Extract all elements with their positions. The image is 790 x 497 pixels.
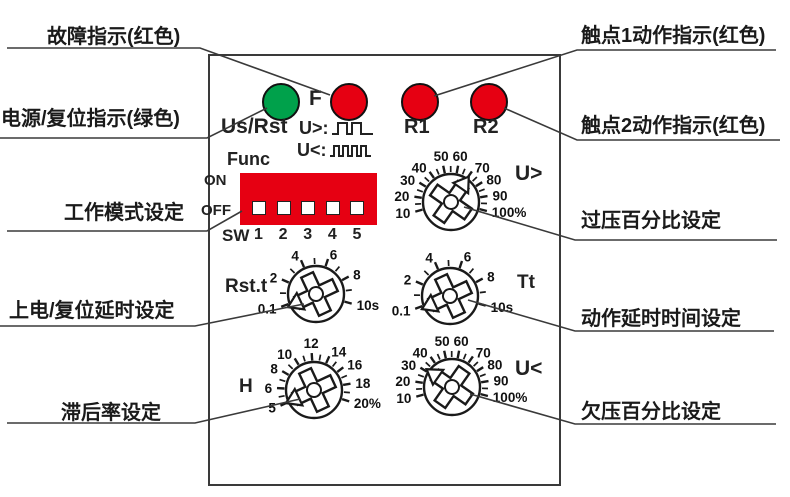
action-delay-dial-label: Tt — [517, 272, 535, 293]
overvoltage-dial-label: U> — [515, 162, 543, 185]
dip-switch-toggle[interactable] — [252, 201, 266, 215]
svg-text:100%: 100% — [493, 390, 528, 405]
callout-undervoltage: 欠压百分比设定 — [581, 401, 721, 423]
svg-text:70: 70 — [476, 345, 491, 360]
undervoltage-waveform-label: U<: — [297, 140, 327, 160]
svg-text:30: 30 — [401, 358, 416, 373]
svg-text:20: 20 — [394, 189, 409, 204]
svg-text:10: 10 — [395, 206, 410, 221]
svg-text:50: 50 — [435, 334, 450, 349]
dip-switch-toggle[interactable] — [325, 201, 340, 215]
svg-text:90: 90 — [494, 373, 509, 388]
svg-text:0.1: 0.1 — [392, 303, 411, 318]
svg-text:6: 6 — [330, 247, 338, 262]
hysteresis-dial-label: H — [239, 376, 253, 397]
svg-text:18: 18 — [355, 376, 371, 391]
svg-text:100%: 100% — [492, 205, 527, 220]
callout-fault: 故障指示(红色) — [47, 26, 181, 48]
dip-on-label: ON — [204, 172, 227, 189]
callout-hysteresis: 滞后率设定 — [61, 402, 161, 424]
callout-contact1: 触点1动作指示(红色) — [581, 25, 766, 47]
dip-switch-toggle[interactable] — [276, 201, 291, 215]
svg-text:80: 80 — [487, 358, 502, 373]
svg-text:4: 4 — [425, 251, 433, 266]
svg-text:6: 6 — [464, 249, 472, 264]
svg-text:2: 2 — [404, 273, 412, 288]
svg-text:20: 20 — [395, 374, 410, 389]
svg-text:5: 5 — [268, 401, 276, 416]
fault-led-label: F — [309, 87, 322, 110]
relay1-led-label: R1 — [404, 116, 430, 138]
dip-switch-toggle[interactable] — [301, 201, 316, 215]
overvoltage-waveform-label: U>: — [299, 118, 329, 138]
svg-text:14: 14 — [331, 345, 347, 360]
undervoltage-waveform-row: U<: — [297, 139, 373, 159]
svg-text:90: 90 — [493, 188, 508, 203]
svg-text:8: 8 — [270, 362, 278, 377]
callout-power-reset: 电源/复位指示(绿色) — [1, 108, 180, 130]
dip-switch-toggle[interactable] — [350, 201, 365, 215]
relay1-led — [401, 83, 439, 121]
fault-led — [330, 83, 368, 121]
svg-text:40: 40 — [413, 346, 428, 361]
relay2-led-label: R2 — [473, 116, 499, 138]
svg-text:10s: 10s — [491, 300, 514, 315]
svg-text:60: 60 — [454, 334, 469, 349]
undervoltage-dial-label: U< — [515, 357, 543, 380]
power-reset-led-label: Us/Rst — [221, 115, 288, 138]
svg-text:2: 2 — [270, 271, 278, 286]
svg-text:60: 60 — [453, 149, 468, 164]
callout-work-mode: 工作模式设定 — [64, 202, 184, 224]
callout-contact2: 触点2动作指示(红色) — [581, 115, 766, 137]
svg-text:16: 16 — [347, 357, 363, 372]
svg-text:70: 70 — [475, 160, 490, 175]
svg-text:80: 80 — [486, 173, 501, 188]
svg-text:30: 30 — [400, 173, 415, 188]
dip-switch-number: 4 — [327, 226, 337, 243]
svg-text:8: 8 — [487, 269, 495, 284]
svg-text:0.1: 0.1 — [258, 301, 277, 316]
svg-text:40: 40 — [412, 161, 427, 176]
svg-text:50: 50 — [434, 149, 449, 164]
dip-switch-block — [240, 173, 377, 225]
overvoltage-waveform-row: U>: — [299, 117, 375, 137]
undervoltage-waveform-icon — [329, 145, 371, 157]
dip-switch-number: 3 — [303, 226, 313, 243]
dip-switch-number: 2 — [278, 226, 288, 243]
svg-text:12: 12 — [304, 336, 319, 351]
dip-off-label: OFF — [201, 202, 231, 219]
svg-text:6: 6 — [265, 381, 273, 396]
callout-overvoltage: 过压百分比设定 — [581, 210, 721, 232]
dip-switch-number: 1 — [254, 226, 263, 243]
reset-delay-dial-label: Rst.t — [225, 276, 268, 297]
overvoltage-waveform-icon — [331, 122, 373, 135]
callout-reset-delay: 上电/复位延时设定 — [9, 300, 175, 322]
func-label: Func — [227, 149, 270, 169]
svg-text:4: 4 — [291, 249, 299, 264]
svg-text:10: 10 — [277, 347, 292, 362]
svg-text:10s: 10s — [357, 298, 380, 313]
dip-switch-number: 5 — [352, 226, 362, 243]
callout-action-delay: 动作延时时间设定 — [581, 308, 741, 330]
svg-text:20%: 20% — [354, 396, 381, 411]
svg-text:10: 10 — [396, 391, 411, 406]
svg-text:8: 8 — [353, 267, 361, 282]
